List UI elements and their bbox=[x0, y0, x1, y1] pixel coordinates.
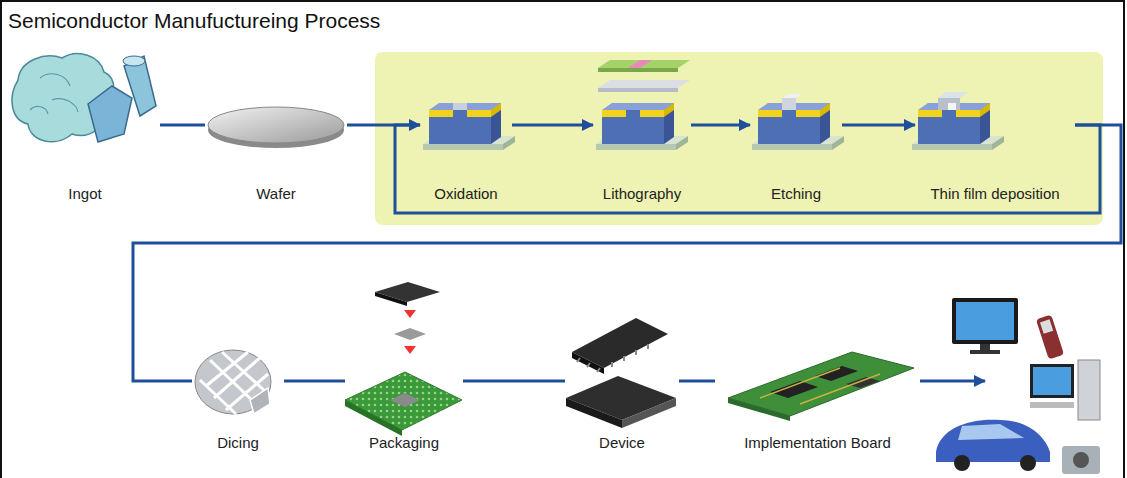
step-label: Etching bbox=[771, 185, 821, 203]
flow-connector bbox=[512, 124, 593, 127]
flow-connector bbox=[133, 125, 1121, 381]
process-step: Etching bbox=[750, 52, 842, 203]
process-step: Thin film deposition bbox=[915, 52, 1075, 203]
process-step: Device bbox=[565, 314, 679, 452]
flow-connector bbox=[679, 380, 715, 383]
flow-connector bbox=[284, 380, 345, 383]
flow-connector bbox=[691, 124, 750, 127]
diagram-title: Semiconductor Manufuctureing Process bbox=[8, 9, 380, 33]
thin-film-chip bbox=[912, 92, 1004, 150]
step-label: Implementation Board bbox=[744, 434, 891, 452]
step-label: Oxidation bbox=[434, 185, 497, 203]
product-icons bbox=[936, 298, 1100, 474]
step-label: Thin film deposition bbox=[930, 185, 1059, 203]
step-label: Wafer bbox=[256, 185, 295, 203]
process-step: Oxidation bbox=[420, 52, 512, 203]
flow-connector bbox=[463, 380, 565, 383]
ingot-icon bbox=[12, 54, 156, 142]
device-icon bbox=[566, 318, 676, 428]
process-panel bbox=[375, 52, 1103, 225]
step-label: Ingot bbox=[68, 185, 101, 203]
wafer-icon bbox=[208, 107, 344, 148]
packaging-icon bbox=[345, 282, 462, 436]
dicing-icon bbox=[195, 350, 271, 414]
step-label: Device bbox=[599, 434, 645, 452]
process-step: Wafer bbox=[205, 52, 347, 203]
flow-connector bbox=[160, 124, 205, 127]
process-step: Dicing bbox=[192, 330, 284, 452]
lithography-chip bbox=[596, 60, 690, 150]
step-label: Dicing bbox=[217, 434, 259, 452]
output-arrow bbox=[920, 380, 985, 383]
flow-connector bbox=[842, 124, 915, 127]
process-step: Lithography bbox=[593, 52, 691, 203]
etching-chip bbox=[752, 94, 844, 150]
process-step: Ingot bbox=[10, 52, 160, 203]
process-step: Implementation Board bbox=[715, 344, 920, 452]
process-step: Packaging bbox=[345, 276, 463, 452]
implementation-board-icon bbox=[728, 352, 914, 421]
step-label: Packaging bbox=[369, 434, 439, 452]
oxidation-chip bbox=[423, 103, 515, 150]
step-label: Lithography bbox=[603, 185, 681, 203]
